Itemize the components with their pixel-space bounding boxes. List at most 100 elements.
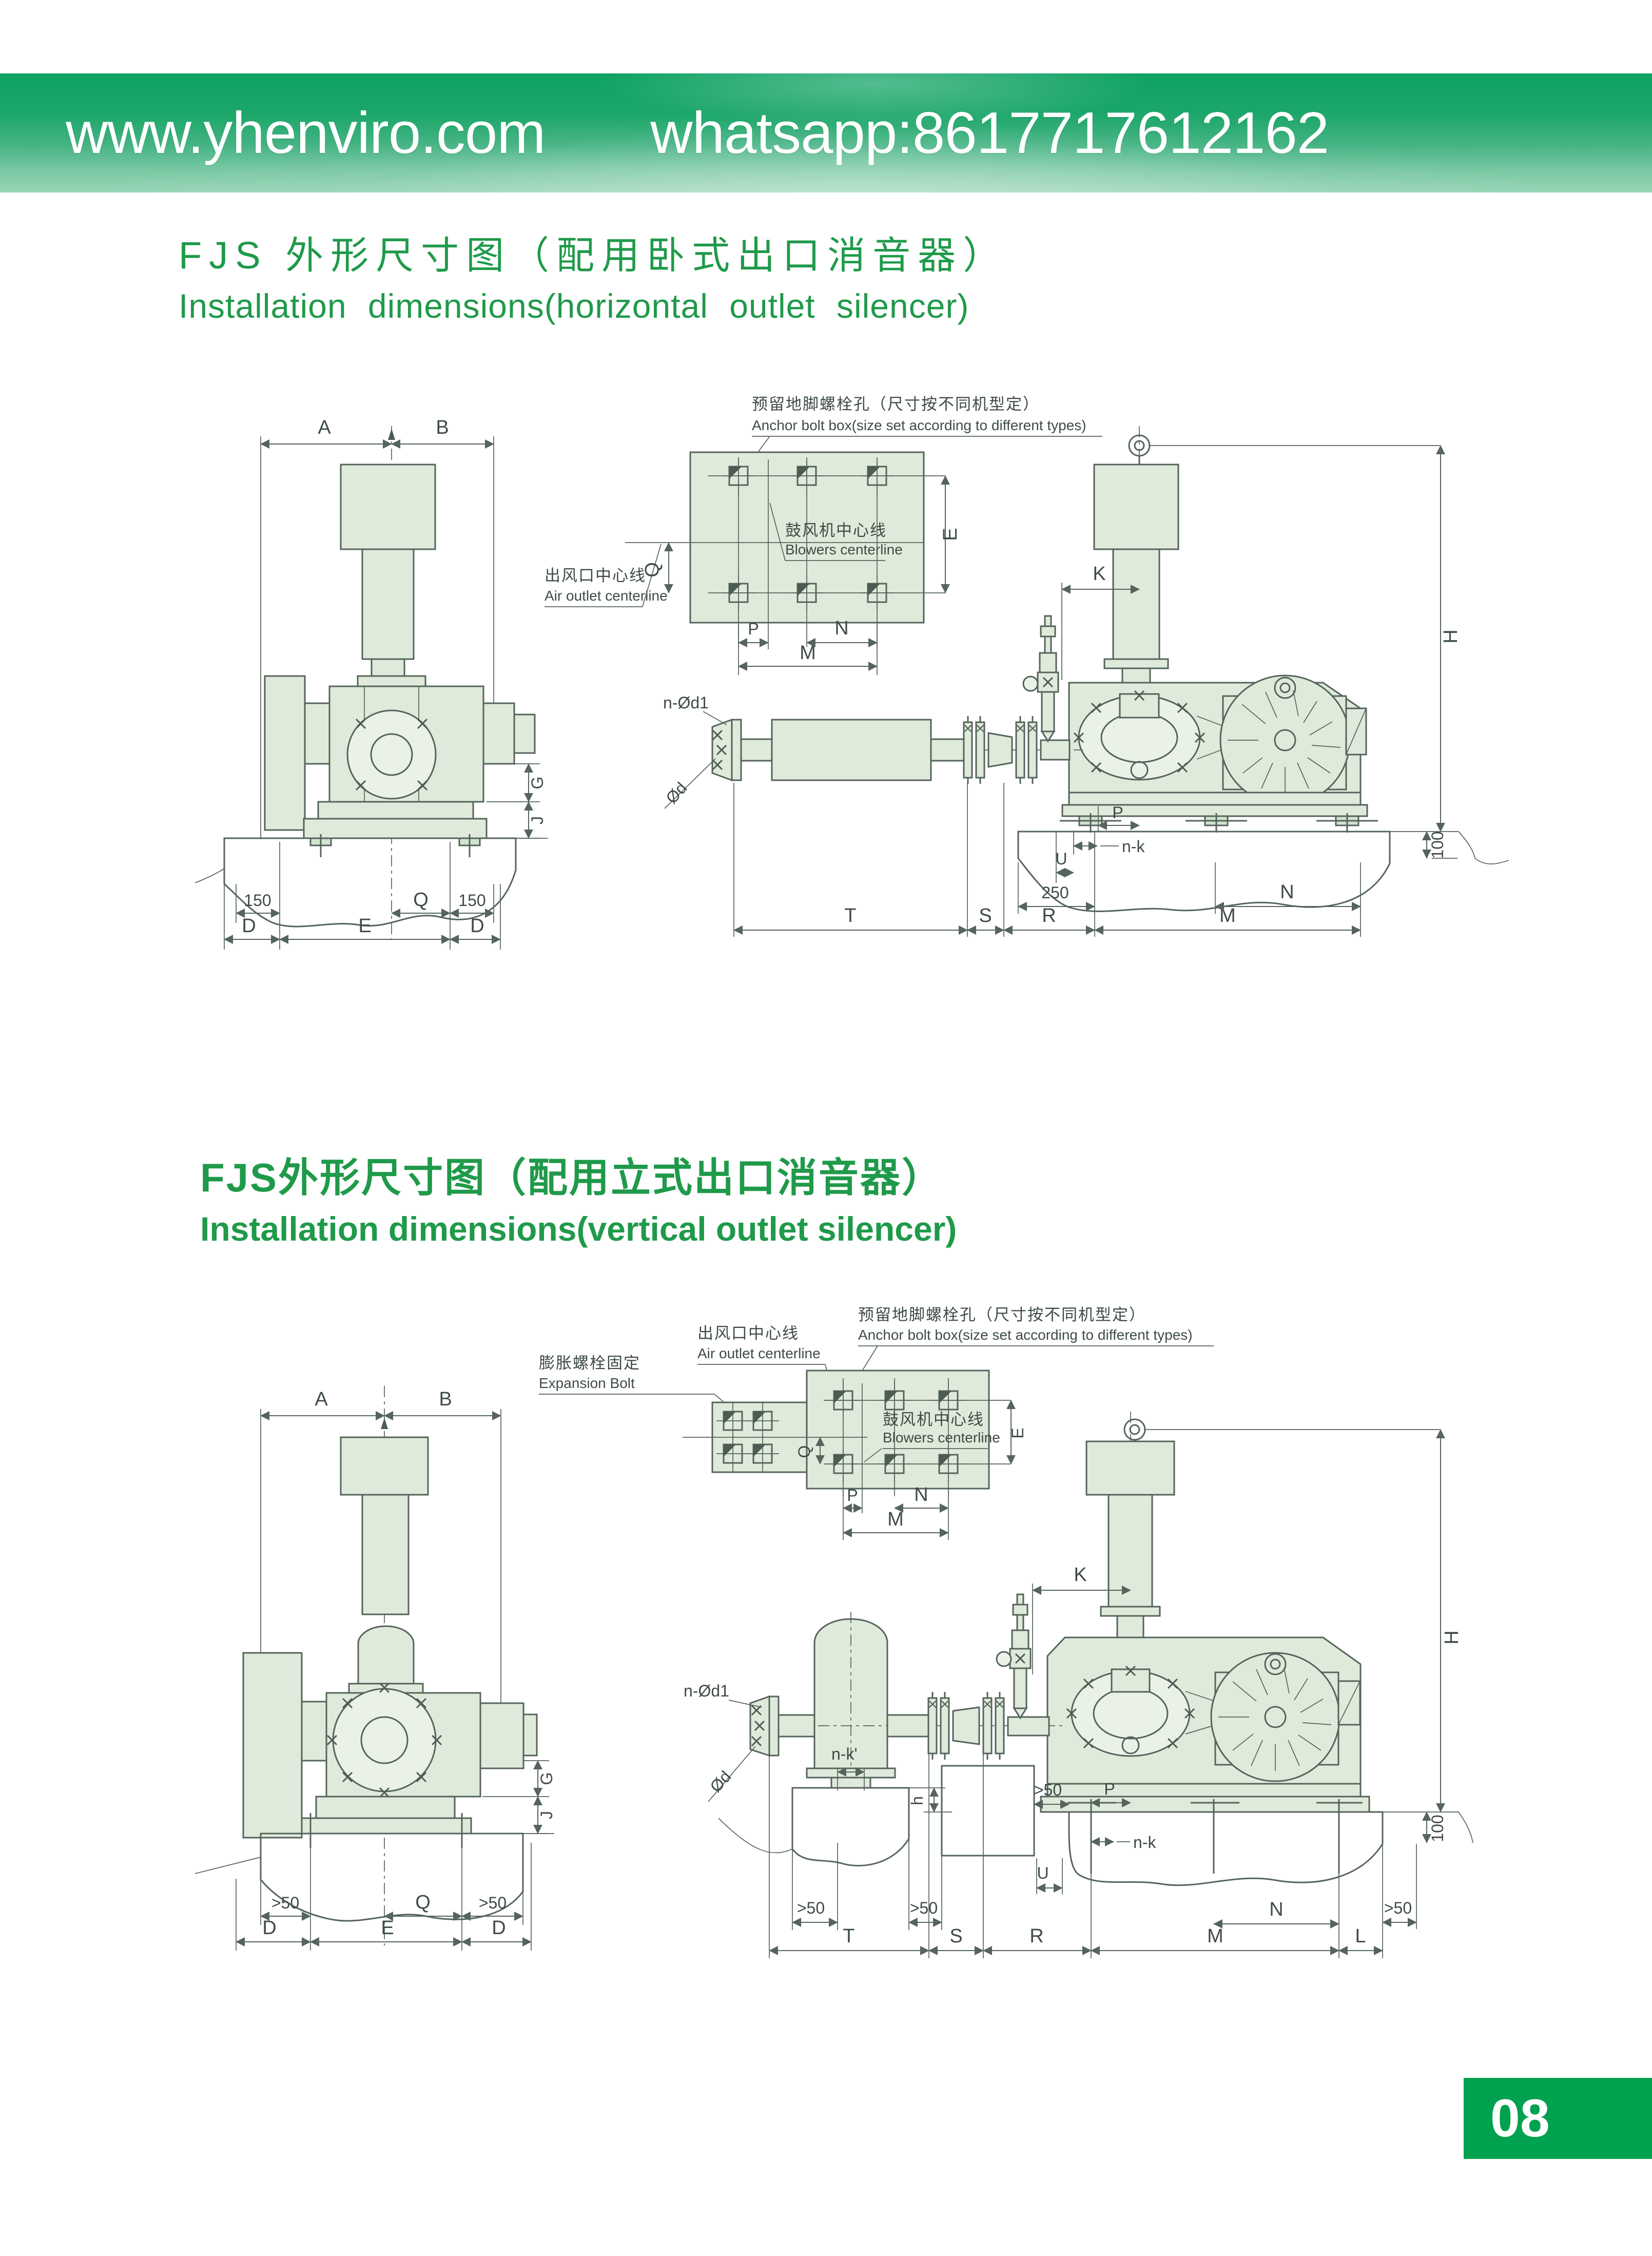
dim-n2-elev: N: [1269, 1899, 1283, 1920]
section1-title: FJS 外形尺寸图（配用卧式出口消音器） Installation dimens…: [179, 230, 1008, 331]
elevation-view-vertical: K: [684, 1412, 1473, 1958]
dim-100-2: 100: [1428, 1815, 1447, 1842]
dim-nk: n-k: [1122, 837, 1145, 856]
dim-j: J: [528, 816, 547, 824]
dim-gt50-b1: >50: [797, 1899, 825, 1917]
dim-s: S: [979, 905, 992, 927]
air-outlet-label-zh: 出风口中心线: [545, 567, 646, 585]
pressure-valve: [1022, 615, 1059, 743]
air-outlet2-label-zh: 出风口中心线: [697, 1324, 799, 1342]
dim-u: U: [1055, 850, 1067, 868]
dim-n-od1: n-Ød1: [663, 693, 709, 712]
pressure-valve-2: [996, 1593, 1032, 1720]
expansion-bolt-label-zh: 膨胀螺栓固定: [539, 1354, 640, 1372]
section2-title: FJS外形尺寸图（配用立式出口消音器） Installation dimensi…: [200, 1151, 957, 1254]
dim-s2: S: [949, 1925, 962, 1947]
blower-centerline-label-zh: 鼓风机中心线: [785, 522, 887, 539]
dim-h2-height: H: [1441, 1630, 1463, 1644]
dim-r: R: [1042, 905, 1056, 927]
dim-g2: G: [537, 1772, 556, 1785]
dim-n-od1-2: n-Ød1: [684, 1682, 729, 1700]
section2-title-en: Installation dimensions(vertical outlet …: [200, 1210, 957, 1248]
dim-h-height: H: [1440, 629, 1462, 643]
dim-a: A: [318, 417, 331, 438]
air-outlet2-label-en: Air outlet centerline: [697, 1345, 821, 1361]
dim-d-right: D: [470, 915, 484, 937]
dim-h-small: h: [908, 1796, 926, 1805]
side-view-vertical: A B: [195, 1386, 556, 1951]
header-text: www.yhenviro.com whatsapp:8617717612162: [0, 100, 1329, 167]
dim-q2-plan: Q: [795, 1445, 813, 1458]
dim-d2-l: D: [262, 1917, 276, 1939]
whatsapp-number: whatsapp:8617717612162: [650, 100, 1329, 166]
page-number-box: 08: [1464, 2078, 1652, 2159]
dim-gt50-r: >50: [479, 1894, 507, 1912]
dim-od-2: Ød: [706, 1767, 734, 1796]
dim-j2: J: [537, 1811, 556, 1819]
dim-b2: B: [439, 1389, 452, 1410]
dim-m-elev: M: [1219, 905, 1236, 927]
dim-t2: T: [843, 1925, 854, 1947]
dim-gt50-c: >50: [1034, 1781, 1062, 1799]
plan-view-anchor-bolts: 预留地脚螺栓孔（尺寸按不同机型定） Anchor bolt box(size s…: [545, 395, 1102, 675]
dim-u2: U: [1037, 1864, 1048, 1882]
dim-a2: A: [315, 1389, 328, 1410]
dim-q-plan: Q: [642, 562, 663, 577]
dim-t: T: [844, 905, 856, 927]
expansion-bolt-label-en: Expansion Bolt: [539, 1375, 635, 1391]
dim-m2-elev: M: [1207, 1925, 1223, 1947]
page-number: 08: [1490, 2088, 1550, 2148]
dim-100: 100: [1428, 831, 1447, 858]
blower-centerline2-label-en: Blowers centerline: [883, 1430, 1000, 1445]
section1-title-en: Installation dimensions(horizontal outle…: [179, 287, 969, 325]
dim-d-left: D: [242, 915, 256, 937]
blower-centerline-label-en: Blowers centerline: [785, 542, 903, 557]
anchor-bolt-label-en: Anchor bolt box(size set according to di…: [752, 417, 1086, 433]
side-view-horizontal: A B: [195, 417, 548, 950]
dim-n-plan: N: [834, 618, 848, 639]
website-url: www.yhenviro.com: [66, 100, 546, 166]
dim-gt50-b2: >50: [910, 1899, 938, 1917]
dim-n-elev: N: [1280, 881, 1294, 903]
dim-p2-plan: P: [847, 1486, 858, 1505]
dim-150-left: 150: [244, 891, 271, 910]
dim-q: Q: [413, 889, 429, 911]
drawing-horizontal-silencer: A B: [195, 395, 1509, 950]
dim-b: B: [436, 417, 449, 438]
anchor-bolt-label-zh: 预留地脚螺栓孔（尺寸按不同机型定）: [752, 395, 1040, 413]
dim-p-elev: P: [1112, 803, 1123, 822]
plan-view-expansion-bolts: 膨胀螺栓固定 Expansion Bolt 出风口中心线 Air outlet …: [539, 1306, 1214, 1540]
dim-od: Ød: [662, 779, 690, 807]
anchor-bolt2-label-en: Anchor bolt box(size set according to di…: [858, 1327, 1193, 1343]
dim-e-plan: E: [940, 528, 961, 541]
dim-m-plan: M: [800, 642, 816, 664]
dim-m2-plan: M: [887, 1509, 904, 1530]
dim-gt50-l: >50: [271, 1894, 299, 1912]
section1-title-zh: FJS 外形尺寸图（配用卧式出口消音器）: [179, 234, 1008, 277]
dim-k2: K: [1074, 1564, 1086, 1586]
section2-title-zh: FJS外形尺寸图（配用立式出口消音器）: [200, 1155, 944, 1200]
dim-150-right: 150: [458, 891, 485, 910]
anchor-bolt2-label-zh: 预留地脚螺栓孔（尺寸按不同机型定）: [858, 1306, 1146, 1324]
dim-250: 250: [1041, 883, 1068, 902]
dim-l2: L: [1355, 1925, 1366, 1947]
header-banner: www.yhenviro.com whatsapp:8617717612162: [0, 73, 1652, 192]
drawing-vertical-silencer: A B: [195, 1306, 1473, 1958]
dim-g: G: [528, 777, 547, 789]
air-outlet-label-en: Air outlet centerline: [545, 588, 668, 604]
elevation-view-horizontal: K: [662, 426, 1509, 937]
dim-n2-plan: N: [914, 1484, 928, 1506]
dim-p-plan: P: [748, 620, 759, 638]
dim-e: E: [358, 915, 371, 937]
dim-q2: Q: [415, 1892, 431, 1913]
dim-r2: R: [1029, 1925, 1043, 1947]
dim-k: K: [1093, 563, 1105, 585]
dim-nk2: n-k: [1133, 1833, 1156, 1852]
dim-d2-r: D: [492, 1917, 506, 1939]
dim-e2: E: [381, 1917, 394, 1939]
blower-centerline2-label-zh: 鼓风机中心线: [883, 1411, 984, 1429]
dim-e2-plan: E: [1008, 1428, 1027, 1438]
dim-p2-elev: P: [1104, 1780, 1115, 1798]
dim-nk-prime: n-k': [831, 1745, 858, 1763]
